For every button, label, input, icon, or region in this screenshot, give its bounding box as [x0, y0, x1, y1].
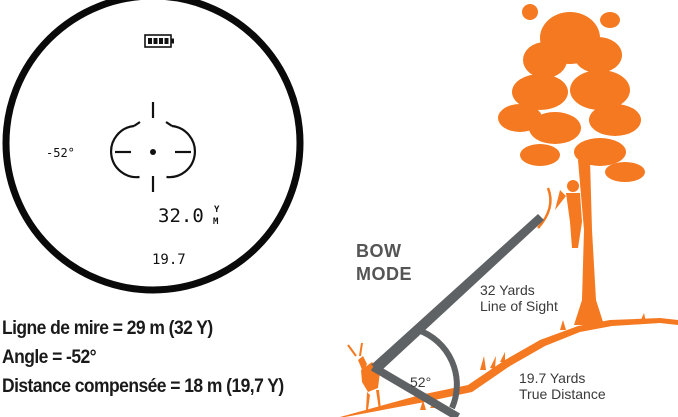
true-distance-line — [370, 363, 461, 417]
los-label-line1: 32 Yards — [480, 282, 535, 298]
spec-line-of-sight: Ligne de mire = 29 m (32 Y) — [2, 318, 213, 339]
angle-label: 52° — [410, 374, 432, 390]
unit-meters: M — [213, 217, 219, 227]
true-distance-label-line1: 19.7 Yards — [519, 370, 586, 386]
angle-readout: -52° — [46, 146, 75, 160]
ground-silhouette — [340, 313, 678, 417]
spec-compensated-distance: Distance compensée = 18 m (19,7 Y) — [2, 376, 284, 397]
viewfinder: -52° 32.0 Y M 19.7 — [2, 0, 304, 294]
mode-label-line2: MODE — [356, 264, 412, 284]
tree-silhouette — [498, 4, 645, 325]
mode-label-line1: BOW — [356, 241, 402, 261]
spec-angle: Angle = -52° — [2, 347, 97, 368]
viewfinder-ring — [2, 0, 304, 294]
reticle-icon — [110, 102, 196, 192]
compensated-readout: 19.7 — [152, 252, 186, 268]
line-of-sight-bar — [371, 214, 544, 370]
distance-readout: 32.0 — [158, 205, 204, 227]
unit-yards: Y — [214, 205, 220, 215]
battery-full-icon — [144, 34, 174, 48]
los-label-line2: Line of Sight — [480, 298, 558, 314]
deer-silhouette — [347, 342, 381, 410]
angle-arc — [416, 327, 460, 410]
true-distance-label-line2: True Distance — [519, 386, 606, 402]
